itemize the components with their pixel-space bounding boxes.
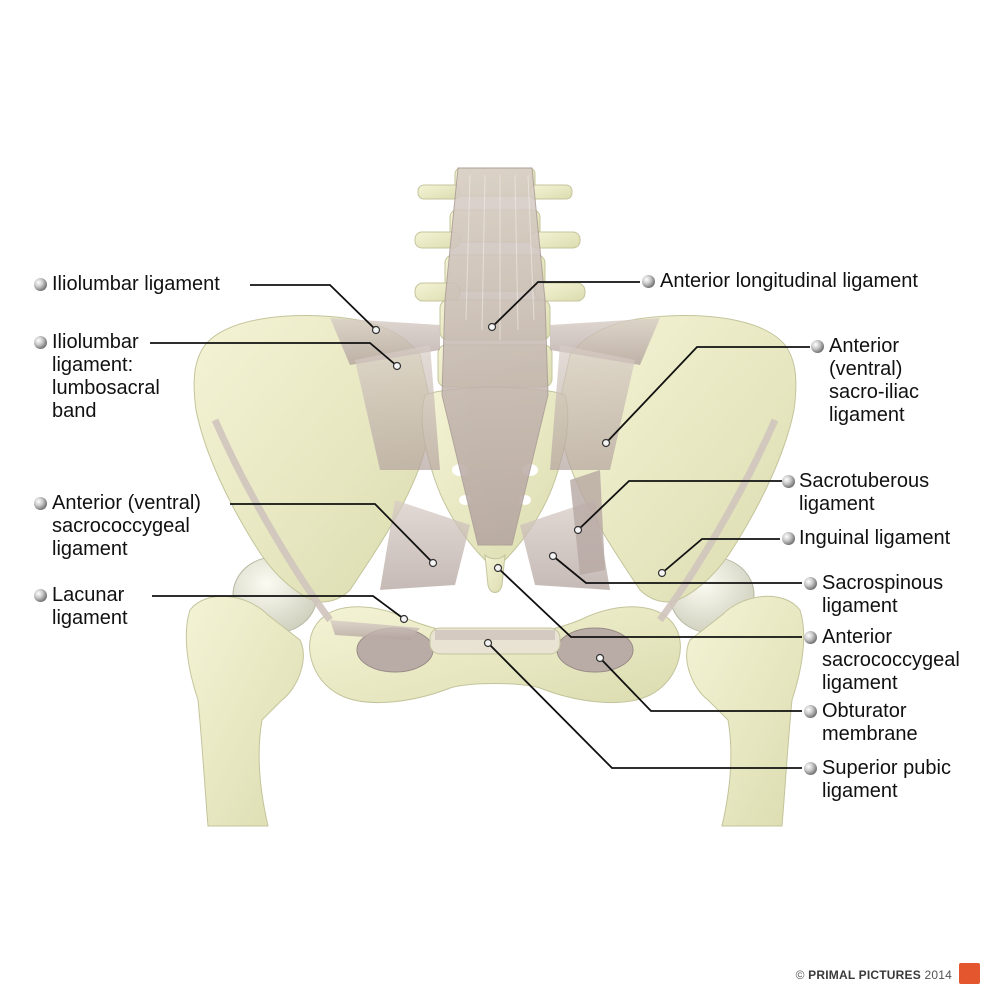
copyright-symbol: © — [795, 968, 805, 982]
copyright-notice: © PRIMAL PICTURES 2014 — [796, 968, 952, 982]
label-line: Iliolumbar — [52, 331, 139, 353]
label-anterior-ventral-sacroiliac: Anterior (ventral) sacro-iliac ligament — [829, 335, 919, 427]
sacrotuberous-right-shape — [570, 470, 605, 575]
label-line: ligament — [52, 538, 128, 560]
label-text: Anterior longitudinal ligament — [660, 270, 918, 292]
bullet-icon — [642, 275, 655, 288]
bullet-icon — [34, 497, 47, 510]
label-line: ligament — [822, 595, 898, 617]
sacroiliac-ligament-right-shape — [550, 345, 635, 470]
label-line: (ventral) — [829, 358, 903, 380]
bullet-icon — [34, 278, 47, 291]
bullet-icon — [34, 589, 47, 602]
label-text: Iliolumbar ligament — [52, 273, 220, 295]
label-superior-pubic-ligament: Superior pubic ligament — [822, 757, 951, 803]
leader-lines — [150, 281, 810, 769]
bullet-icon — [782, 475, 795, 488]
anterior-longitudinal-ligament-shape — [441, 167, 549, 546]
bullet-icon — [782, 532, 795, 545]
inguinal-ligament-right-shape — [657, 418, 779, 623]
leader-endpoints — [371, 322, 667, 663]
sacrospinous-left-shape — [380, 500, 470, 590]
label-line: Anterior (ventral) — [52, 492, 201, 514]
label-line: Obturator — [822, 700, 907, 722]
label-line: ligament — [829, 404, 905, 426]
label-text: Inguinal ligament — [799, 527, 951, 549]
bullet-icon — [804, 577, 817, 590]
bullet-icon — [804, 762, 817, 775]
bullet-icon — [34, 336, 47, 349]
label-line: band — [52, 400, 97, 422]
label-line: Sacrospinous — [822, 572, 944, 594]
coccyx — [484, 553, 506, 593]
label-iliolumbar-lumbosacral-band: Iliolumbar ligament: lumbosacral band — [52, 331, 160, 423]
label-line: ligament — [52, 607, 128, 629]
primal-pictures-logo-icon — [959, 963, 980, 984]
label-anterior-sacrococcygeal: Anterior sacrococcygeal ligament — [822, 626, 960, 695]
label-line: Anterior — [822, 626, 893, 648]
bullet-icon — [804, 705, 817, 718]
label-anterior-ventral-sacrococcygeal: Anterior (ventral) sacrococcygeal ligame… — [52, 492, 201, 561]
label-line: sacro-iliac — [829, 381, 920, 403]
label-lacunar-ligament: Lacunar ligament — [52, 584, 128, 630]
label-line: Sacrotuberous — [799, 470, 930, 492]
inguinal-ligament-left-shape — [211, 418, 333, 623]
bullet-icon — [811, 340, 824, 353]
left-femur — [185, 595, 304, 827]
label-anterior-longitudinal-ligament: Anterior longitudinal ligament — [660, 270, 918, 293]
label-line: Lacunar — [52, 584, 125, 606]
label-line: Anterior — [829, 335, 900, 357]
label-line: sacrococcygeal — [52, 515, 190, 537]
label-line: ligament — [822, 672, 898, 694]
label-line: Superior pubic — [822, 757, 951, 779]
label-sacrotuberous-ligament: Sacrotuberous ligament — [799, 470, 929, 516]
label-sacrospinous-ligament: Sacrospinous ligament — [822, 572, 943, 618]
label-line: ligament: — [52, 354, 134, 376]
label-line: lumbosacral — [52, 377, 160, 399]
bullet-icon — [804, 631, 817, 644]
lacunar-ligament-shape — [330, 620, 420, 640]
label-iliolumbar-ligament: Iliolumbar ligament — [52, 273, 220, 296]
copyright-year: 2014 — [924, 968, 952, 982]
label-line: ligament — [799, 493, 875, 515]
superior-pubic-ligament-shape — [435, 630, 555, 640]
label-line: membrane — [822, 723, 918, 745]
label-line: sacrococcygeal — [822, 649, 960, 671]
label-line: ligament — [822, 780, 898, 802]
brand-name: PRIMAL PICTURES — [808, 968, 921, 982]
label-inguinal-ligament: Inguinal ligament — [799, 527, 950, 550]
label-obturator-membrane: Obturator membrane — [822, 700, 918, 746]
sacroiliac-ligament-left-shape — [355, 345, 440, 470]
